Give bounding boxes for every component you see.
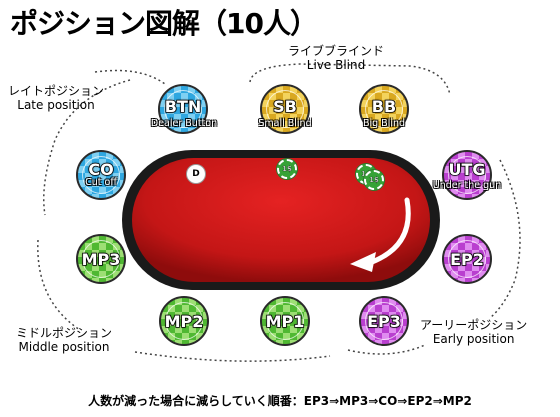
seat-ep2-abbr: EP2 <box>449 249 484 270</box>
live-blind-bracket <box>249 63 451 96</box>
late-position-bracket-top <box>94 69 166 85</box>
seat-co: CO <box>76 150 126 200</box>
early-position-label-en: Early position <box>432 332 515 346</box>
seat-utg: UTG <box>442 150 492 200</box>
live-blind-label-jp: ライブブラインド <box>288 44 385 58</box>
seat-co-name: Cut off <box>85 177 117 188</box>
seat-mp1-abbr: MP1 <box>265 311 305 332</box>
action-direction-arrowhead <box>350 252 376 272</box>
seat-sb-name: Small Blind <box>258 118 312 129</box>
live-blind-label: ライブブラインド Live Blind <box>288 44 384 72</box>
middle-position-label: ミドルポジション Middle position <box>16 326 112 354</box>
small-blind-chip: 1$ <box>277 159 297 179</box>
seat-co-abbr: CO <box>88 159 115 180</box>
middle-position-bracket <box>37 239 81 331</box>
early-position-bracket-bottom <box>347 344 426 355</box>
big-blind-chip: 1$ <box>364 170 384 190</box>
seat-ep2: EP2 <box>442 234 492 284</box>
dealer-button-marker: D <box>186 164 206 184</box>
live-blind-label-en: Live Blind <box>306 58 366 72</box>
seat-btn-name: Dealer Button <box>150 118 218 129</box>
middle-position-label-en: Middle position <box>18 340 110 354</box>
seat-sb-abbr: SB <box>272 96 297 117</box>
seat-ep3-abbr: EP3 <box>366 311 401 332</box>
late-position-label-jp: レイトポジション <box>8 84 105 98</box>
seat-utg-name: Under the gun <box>432 180 502 191</box>
table-felt <box>132 158 430 282</box>
seat-btn: BTN <box>158 84 208 134</box>
late-position-label: レイトポジション Late position <box>8 84 104 112</box>
seat-bb: BB <box>359 84 409 134</box>
early-position-label-jp: アーリーポジション <box>420 318 528 332</box>
seat-ep3: EP3 <box>359 296 409 346</box>
seat-mp3-abbr: MP3 <box>81 249 121 270</box>
seat-mp1: MP1 <box>260 296 310 346</box>
seat-bb-abbr: BB <box>371 96 397 117</box>
seat-bb-name: Big Blind <box>362 118 406 129</box>
elimination-order-note: 人数が減った場合に減らしていく順番：EP3⇒MP3⇒CO⇒EP2⇒MP2 <box>88 394 472 408</box>
seat-mp2-abbr: MP2 <box>164 311 204 332</box>
early-position-label: アーリーポジション Early position <box>420 318 527 346</box>
seat-utg-abbr: UTG <box>448 159 487 180</box>
seat-btn-abbr: BTN <box>164 96 202 117</box>
page-title: ポジション図解（10人） <box>10 7 318 40</box>
middle-position-label-jp: ミドルポジション <box>16 326 113 340</box>
late-position-label-en: Late position <box>17 98 95 112</box>
seat-mp3: MP3 <box>76 234 126 284</box>
seat-sb: SB <box>260 84 310 134</box>
middle-position-bracket-bottom <box>134 351 331 362</box>
action-direction-arrow <box>369 197 411 265</box>
seat-mp2: MP2 <box>159 296 209 346</box>
